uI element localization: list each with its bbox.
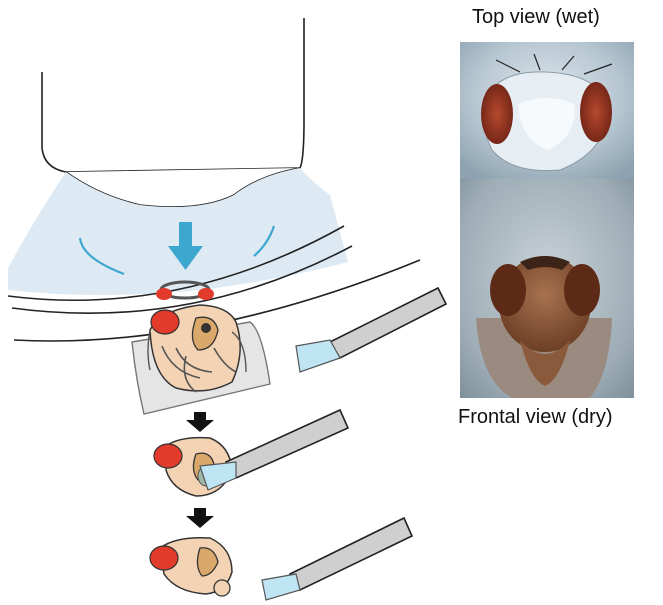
- step1-head-in-cup: [132, 305, 270, 414]
- top-view-wet-photo: [460, 42, 634, 178]
- step-arrow-1: [186, 412, 214, 432]
- top-view-caption: Top view (wet): [472, 6, 600, 29]
- frontal-view-caption: Frontal view (dry): [458, 406, 612, 429]
- frontal-view-dry-photo: [460, 178, 634, 398]
- forceps-step1: [296, 288, 446, 372]
- step3-head: [150, 538, 232, 596]
- step-arrow-2: [186, 508, 214, 528]
- forceps-step3: [262, 518, 412, 600]
- objective-lens: [42, 18, 304, 172]
